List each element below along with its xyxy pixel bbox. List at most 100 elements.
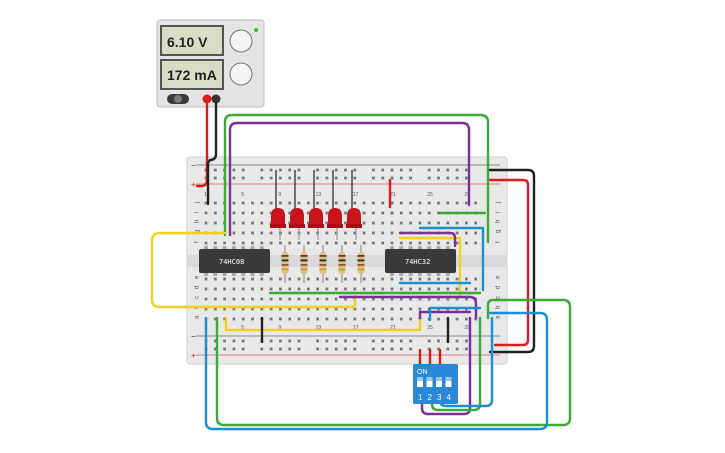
hole[interactable] (390, 287, 394, 291)
rail-hole[interactable] (409, 176, 412, 180)
hole[interactable] (362, 241, 366, 245)
hole[interactable] (409, 277, 412, 281)
hole[interactable] (297, 307, 301, 311)
rail-hole[interactable] (437, 168, 440, 172)
rail-hole[interactable] (232, 176, 236, 180)
hole[interactable] (465, 317, 468, 321)
hole[interactable] (362, 221, 366, 225)
hole[interactable] (344, 241, 347, 245)
hole[interactable] (251, 297, 254, 301)
hole[interactable] (269, 201, 273, 205)
rail-hole[interactable] (372, 339, 375, 343)
hole[interactable] (437, 277, 440, 281)
hole[interactable] (344, 211, 347, 215)
hole[interactable] (269, 277, 273, 281)
wire-yellow-bottom[interactable] (224, 316, 422, 332)
wire-yellow-left[interactable] (150, 231, 357, 309)
hole[interactable] (288, 307, 292, 311)
hole[interactable] (288, 287, 292, 291)
hole[interactable] (409, 297, 412, 301)
hole[interactable] (353, 287, 357, 291)
hole[interactable] (344, 287, 347, 291)
hole[interactable] (316, 317, 319, 321)
rail-hole[interactable] (372, 176, 375, 180)
wire-blue-chip2[interactable] (418, 226, 485, 292)
dip-toggle-4[interactable] (445, 377, 452, 387)
rail-hole[interactable] (232, 168, 236, 172)
dip-toggle-2[interactable] (426, 377, 433, 387)
rail-hole[interactable] (288, 347, 292, 351)
rail-hole[interactable] (232, 339, 236, 343)
rail-hole[interactable] (223, 339, 226, 343)
led[interactable] (271, 208, 285, 225)
hole[interactable] (455, 287, 459, 291)
hole[interactable] (353, 231, 357, 235)
hole[interactable] (325, 231, 329, 235)
hole[interactable] (390, 231, 394, 235)
hole[interactable] (213, 211, 217, 215)
rail-hole[interactable] (437, 347, 440, 351)
hole[interactable] (288, 241, 292, 245)
hole[interactable] (437, 211, 440, 215)
hole[interactable] (390, 211, 394, 215)
hole[interactable] (362, 277, 366, 281)
rail-hole[interactable] (344, 339, 347, 343)
hole[interactable] (362, 231, 366, 235)
led[interactable] (290, 208, 304, 225)
hole[interactable] (316, 201, 319, 205)
hole[interactable] (446, 221, 450, 225)
rail-hole[interactable] (353, 347, 357, 351)
hole[interactable] (427, 211, 431, 215)
rail-hole[interactable] (437, 176, 440, 180)
hole[interactable] (372, 221, 375, 225)
hole[interactable] (241, 231, 245, 235)
leds[interactable] (270, 170, 362, 240)
hole[interactable] (232, 297, 236, 301)
hole[interactable] (279, 201, 282, 205)
hole[interactable] (455, 297, 459, 301)
rail-hole[interactable] (455, 168, 459, 172)
hole[interactable] (344, 317, 347, 321)
hole[interactable] (213, 287, 217, 291)
hole[interactable] (251, 317, 254, 321)
rail-hole[interactable] (260, 176, 264, 180)
hole[interactable] (279, 277, 282, 281)
hole[interactable] (241, 221, 245, 225)
hole[interactable] (288, 231, 292, 235)
rail-hole[interactable] (232, 347, 236, 351)
hole[interactable] (297, 277, 301, 281)
hole[interactable] (223, 297, 226, 301)
hole[interactable] (213, 201, 217, 205)
hole[interactable] (204, 221, 208, 225)
led[interactable] (328, 208, 342, 225)
hole[interactable] (241, 277, 245, 281)
hole[interactable] (306, 307, 310, 311)
hole[interactable] (474, 241, 478, 245)
hole[interactable] (399, 201, 403, 205)
rail-hole[interactable] (437, 339, 440, 343)
rail-hole[interactable] (325, 339, 329, 343)
hole[interactable] (446, 241, 450, 245)
hole[interactable] (241, 307, 245, 311)
hole[interactable] (325, 241, 329, 245)
hole[interactable] (381, 231, 385, 235)
rail-hole[interactable] (381, 347, 385, 351)
hole[interactable] (353, 317, 357, 321)
hole[interactable] (372, 287, 375, 291)
hole[interactable] (399, 211, 403, 215)
rail-hole[interactable] (213, 339, 217, 343)
hole[interactable] (353, 201, 357, 205)
hole[interactable] (446, 287, 450, 291)
hole[interactable] (269, 317, 273, 321)
hole[interactable] (474, 201, 478, 205)
rail-hole[interactable] (269, 168, 273, 172)
rail-hole[interactable] (213, 176, 217, 180)
hole[interactable] (418, 201, 422, 205)
hole[interactable] (306, 287, 310, 291)
hole[interactable] (334, 297, 338, 301)
rail-hole[interactable] (325, 168, 329, 172)
hole[interactable] (260, 241, 264, 245)
hole[interactable] (344, 297, 347, 301)
rail-hole[interactable] (390, 176, 394, 180)
